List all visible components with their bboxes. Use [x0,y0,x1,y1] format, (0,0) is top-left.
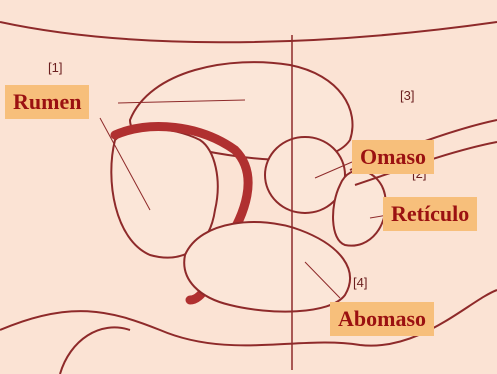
number-3: [3] [400,88,414,103]
omasum [265,137,345,213]
label-reticulo: Retículo [383,197,477,231]
number-1: [1] [48,60,62,75]
label-omaso: Omaso [352,140,434,174]
label-rumen: Rumen [5,85,89,119]
number-4: [4] [353,275,367,290]
label-abomaso: Abomaso [330,302,434,336]
